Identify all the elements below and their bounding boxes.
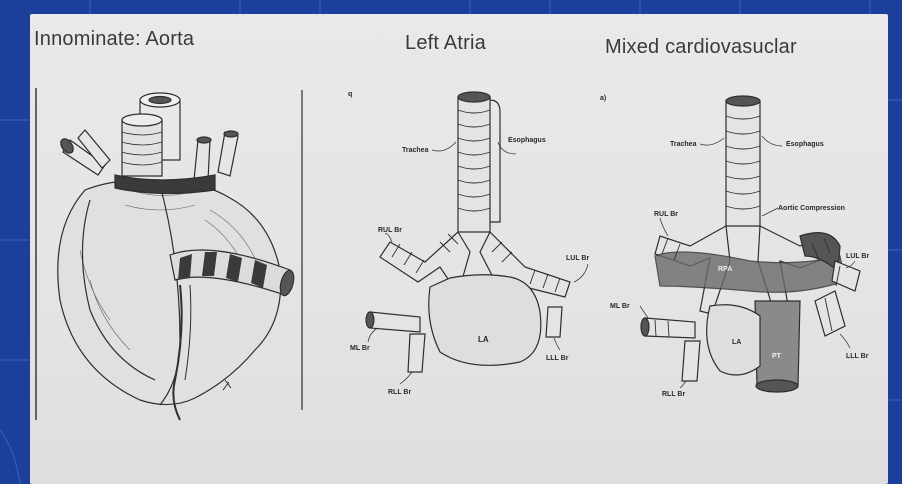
label-lul: LUL Br — [846, 253, 869, 260]
label-lll: LLL Br — [546, 355, 569, 362]
label-lll: LLL Br — [846, 353, 869, 360]
label-trachea: Trachea — [670, 141, 697, 148]
label-la: LA — [478, 335, 489, 344]
label-rll: RLL Br — [662, 391, 685, 398]
label-esophagus: Esophagus — [508, 137, 546, 144]
label-lul: LUL Br — [566, 255, 589, 262]
figure-mixed-cardiovascular: a) Trachea Esophagus Aortic Compression … — [600, 86, 885, 416]
label-rll: RLL Br — [388, 389, 411, 396]
panel-mark: q — [348, 91, 352, 98]
label-esophagus: Esophagus — [786, 141, 824, 148]
label-trachea: Trachea — [402, 147, 429, 154]
figure-left-atria: q Trachea Esophagus RUL Br LUL Br ML Br … — [330, 82, 610, 412]
caption-mixed-cardiovascular: Mixed cardiovasuclar — [605, 36, 797, 59]
label-rpa: RPA — [718, 266, 732, 273]
label-pt: PT — [772, 353, 782, 360]
label-aortic-compression: Aortic Compression — [778, 205, 845, 212]
caption-innominate-aorta: Innominate: Aorta — [34, 28, 194, 51]
label-la: LA — [732, 339, 741, 346]
label-ml: ML Br — [350, 345, 370, 352]
label-ml: ML Br — [610, 303, 630, 310]
label-rul: RUL Br — [654, 211, 678, 218]
figure-innominate-aorta — [30, 80, 320, 430]
panel-mark: a) — [600, 95, 606, 102]
caption-left-atria: Left Atria — [405, 32, 486, 55]
label-rul: RUL Br — [378, 227, 402, 234]
